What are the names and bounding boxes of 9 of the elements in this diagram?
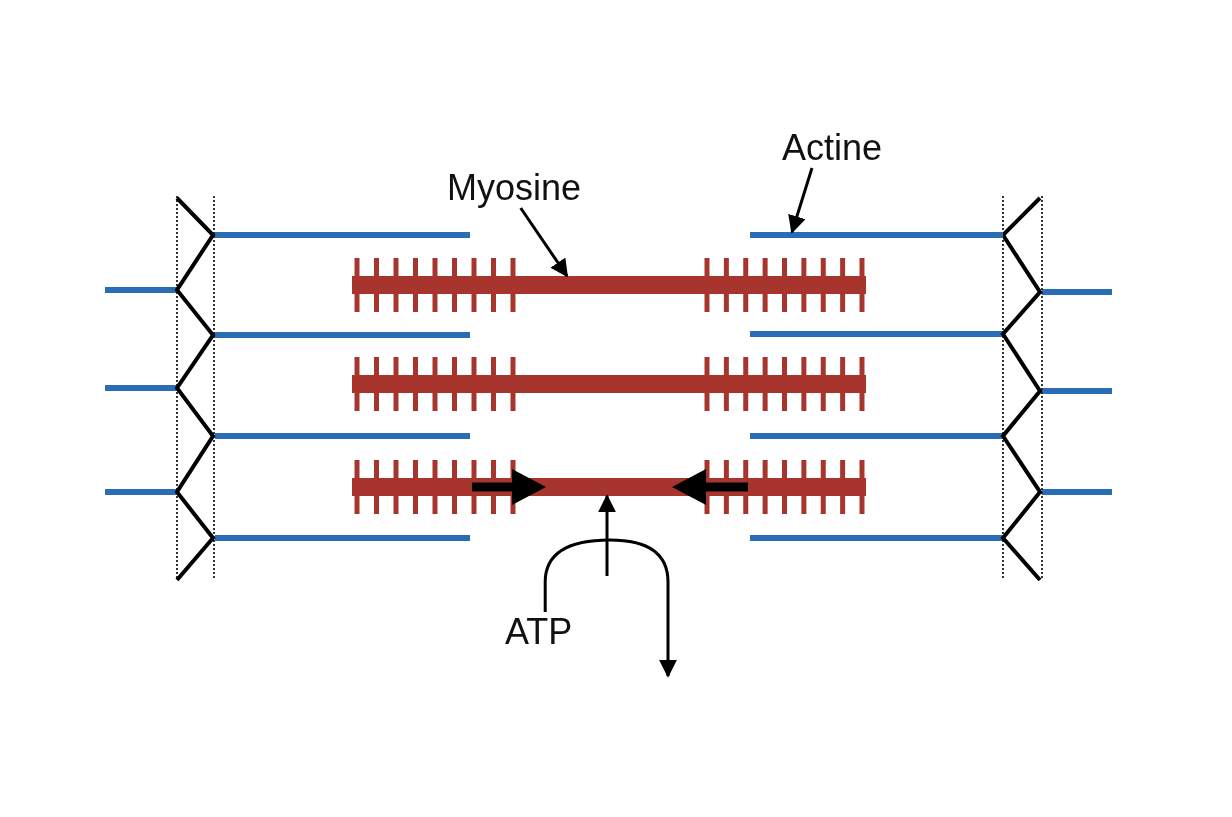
label-text: Myosine: [447, 168, 582, 208]
arrow: [598, 494, 616, 576]
reaction-arrow: [543, 538, 677, 678]
label-text: ATP: [505, 612, 573, 652]
actin-filament: [750, 232, 1003, 238]
leader-line: [788, 167, 814, 234]
myosin-filament: [352, 276, 866, 294]
label-text: Actine: [782, 128, 883, 168]
leader-line: [519, 207, 569, 278]
